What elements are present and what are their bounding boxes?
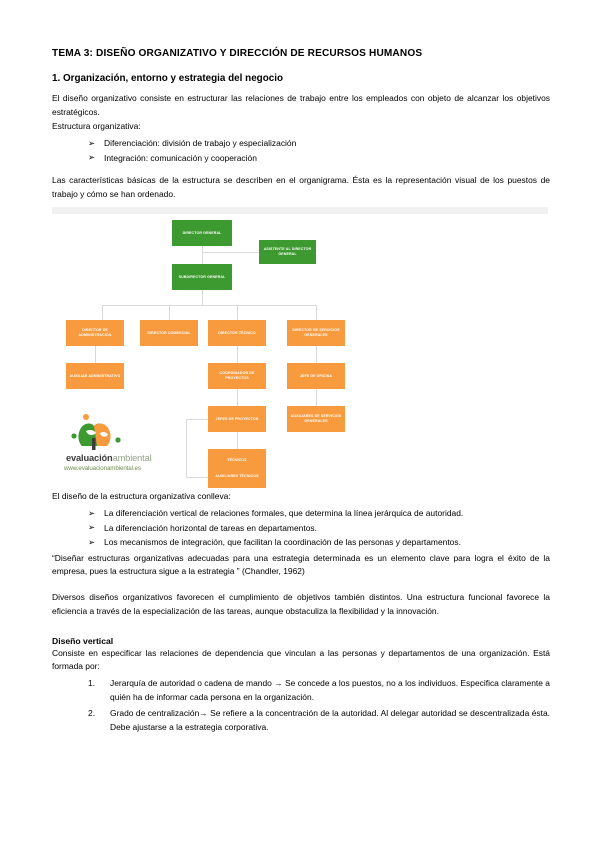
organigrama-paragraph: Las características básicas de la estruc… xyxy=(52,175,550,199)
list-item: ➢ Los mecanismos de integración, que fac… xyxy=(88,535,550,550)
org-node-director-administracion: DIRECTOR DE ADMINISTRACIÓN xyxy=(66,320,124,347)
arrow-bullet-icon: ➢ xyxy=(88,137,96,148)
diseno-vertical-intro: Consiste en especificar las relaciones d… xyxy=(52,647,550,672)
list-item: 1. Jerarquía de autoridad o cadena de ma… xyxy=(88,676,550,705)
org-node-asistente-director-general: ASISTENTE AL DIRECTOR GENERAL xyxy=(259,240,316,265)
connector-bracket xyxy=(186,477,208,479)
logo-url: www.evaluacionambiental.es xyxy=(64,465,141,473)
org-node-director-general: DIRECTOR GENERAL xyxy=(172,220,232,247)
evaluacion-ambiental-logo: evaluaciónambiental www.evaluacionambien… xyxy=(64,412,194,478)
connector-line xyxy=(237,305,238,321)
connector-bracket xyxy=(186,419,208,421)
spacer xyxy=(52,167,550,174)
list-item-label: La diferenciación vertical de relaciones… xyxy=(104,508,464,519)
org-node-director-comercial: DIRECTOR COMERCIAL xyxy=(140,320,198,347)
list-item-label: Grado de centralización→ Se refiere a la… xyxy=(110,707,550,733)
figure-top-band xyxy=(52,207,548,215)
connector-line xyxy=(102,305,103,321)
connector-bracket xyxy=(186,419,187,478)
org-node-auxiliares-tecnicos: AUXILIARES TÉCNICOS xyxy=(208,465,266,489)
connector-line xyxy=(202,290,203,306)
org-node-director-tecnico: DIRECTOR TÉCNICO xyxy=(208,320,266,347)
logo-name-light: ambiental xyxy=(112,453,152,464)
list-item-label: Jerarquía de autoridad o cadena de mando… xyxy=(110,677,550,703)
arrow-bullet-icon: ➢ xyxy=(88,536,96,547)
spacer xyxy=(52,580,550,591)
logo-name-bold: evaluación xyxy=(66,453,113,464)
list-item-label: Los mecanismos de integración, que facil… xyxy=(104,537,461,548)
estructura-lead: Estructura organizativa: xyxy=(52,121,141,132)
list-item: ➢ La diferenciación vertical de relacion… xyxy=(88,506,550,521)
org-node-jefes-proyectos: JEFES DE PROYECTOS xyxy=(208,406,266,433)
arrow-bullet-icon: ➢ xyxy=(88,522,96,533)
connector-bus xyxy=(102,305,316,307)
connector-line xyxy=(202,252,203,265)
connector-line xyxy=(316,389,317,407)
list-item-number: 1. xyxy=(88,677,96,688)
org-node-auxiliares-servicios-generales: AUXILIARES DE SERVICIOS GENERALES xyxy=(287,406,345,433)
list-item: 2. Grado de centralización→ Se refiere a… xyxy=(88,706,550,735)
section-heading-1: 1. Organización, entorno y estrategia de… xyxy=(52,73,284,85)
estructura-list: ➢ Diferenciación: división de trabajo y … xyxy=(52,136,550,165)
list-item-label: Diferenciación: división de trabajo y es… xyxy=(104,138,297,149)
list-item-number: 2. xyxy=(88,707,96,718)
list-item: ➢ Diferenciación: división de trabajo y … xyxy=(88,136,550,151)
conlleva-lead: El diseño de la estructura organizativa … xyxy=(52,491,231,502)
subheading-diseno-vertical: Diseño vertical xyxy=(52,635,114,646)
org-node-coordinador-proyectos: COORDINADOR DE PROYECTOS xyxy=(208,363,266,390)
connector-line xyxy=(202,252,259,254)
chandler-quote: “Diseñar estructuras organizativas adecu… xyxy=(52,552,550,577)
org-node-jefe-oficina: JEFE DE OFICINA xyxy=(287,363,345,390)
spacer xyxy=(52,620,550,636)
disenos-organizativos-paragraph: Diversos diseños organizativos favorecen… xyxy=(52,592,550,616)
list-item: ➢ Integración: comunicación y cooperació… xyxy=(88,151,550,166)
organigrama-canvas: DIRECTOR GENERAL ASISTENTE AL DIRECTOR G… xyxy=(52,214,548,489)
organigrama-figure: DIRECTOR GENERAL ASISTENTE AL DIRECTOR G… xyxy=(52,207,548,489)
connector-line xyxy=(237,346,238,364)
org-node-director-servicios-generales: DIRECTOR DE SERVICIOS GENERALES xyxy=(287,320,345,347)
connector-line xyxy=(202,246,203,253)
conlleva-list: ➢ La diferenciación vertical de relacion… xyxy=(52,506,550,550)
page-title: TEMA 3: DISEÑO ORGANIZATIVO Y DIRECCIÓN … xyxy=(52,48,423,59)
tree-logo-icon xyxy=(71,414,121,451)
list-item-label: La diferenciación horizontal de tareas e… xyxy=(104,522,317,533)
org-node-auxiliar-administrativo: AUXILIAR ADMINISTRATIVO xyxy=(66,363,124,390)
logo-wordmark: evaluaciónambiental xyxy=(66,453,152,463)
connector-line xyxy=(169,305,170,321)
list-item-label: Integración: comunicación y cooperación xyxy=(104,152,257,163)
connector-line xyxy=(316,346,317,364)
connector-line xyxy=(237,389,238,407)
connector-line xyxy=(237,432,238,450)
intro-paragraph: El diseño organizativo consiste en estru… xyxy=(52,92,550,117)
arrow-bullet-icon: ➢ xyxy=(88,507,96,518)
connector-line xyxy=(95,346,96,364)
list-item: ➢ La diferenciación horizontal de tareas… xyxy=(88,521,550,536)
arrow-bullet-icon: ➢ xyxy=(88,152,96,163)
org-node-subdirector-general: SUBDIRECTOR GENERAL xyxy=(172,264,232,291)
diseno-vertical-list: 1. Jerarquía de autoridad o cadena de ma… xyxy=(52,676,550,735)
connector-line xyxy=(316,305,317,321)
